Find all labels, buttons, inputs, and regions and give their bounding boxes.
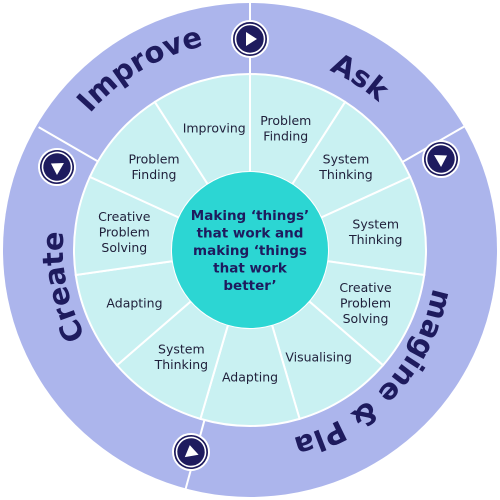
play-arrow-icon [231,20,269,58]
segment-label: Visualising [285,349,352,364]
play-arrow-icon [172,433,210,471]
segment-label: Adapting [222,370,278,385]
stage-arrows [38,20,460,471]
center-circle [172,172,328,328]
play-arrow-icon [422,140,460,178]
segment-label: Adapting [106,295,162,310]
ring-divider [38,126,108,168]
play-arrow-icon [38,148,76,186]
segment-label: Improving [183,121,246,136]
